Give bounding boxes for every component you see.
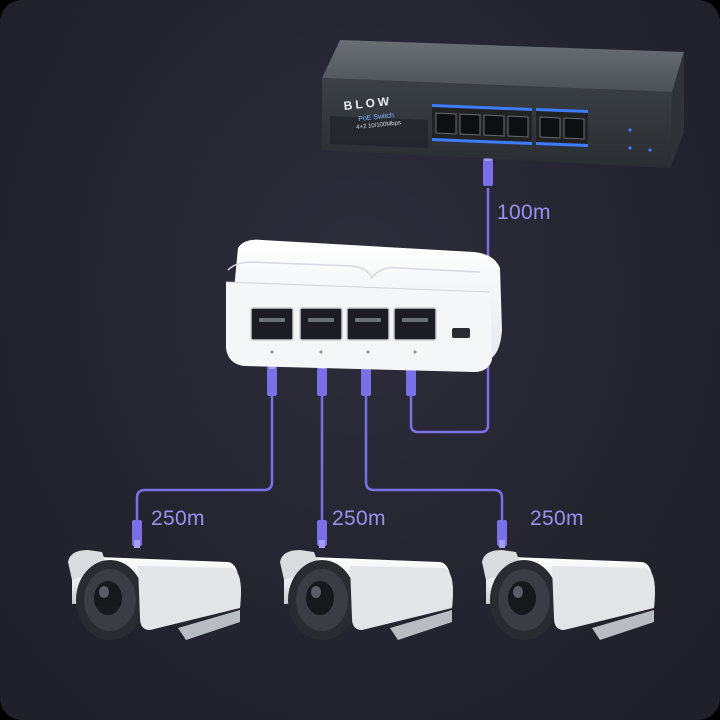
poe-switch-icon [322,40,684,168]
camera-3-distance-label: 250m [530,507,584,530]
camera-cable-3 [364,396,504,523]
cctv-camera-icon [68,550,241,640]
cctv-camera-icon [482,550,655,640]
rj45-connector-icon [132,153,507,548]
camera-cable-1 [135,396,274,523]
camera-1-distance-label: 250m [151,507,205,530]
uplink-distance-label: 100m [497,201,551,224]
poe-extender-icon [225,239,502,372]
cctv-camera-icon [280,550,453,640]
uplink-cable [409,188,490,434]
cables [135,188,504,523]
camera-2-distance-label: 250m [332,507,386,530]
